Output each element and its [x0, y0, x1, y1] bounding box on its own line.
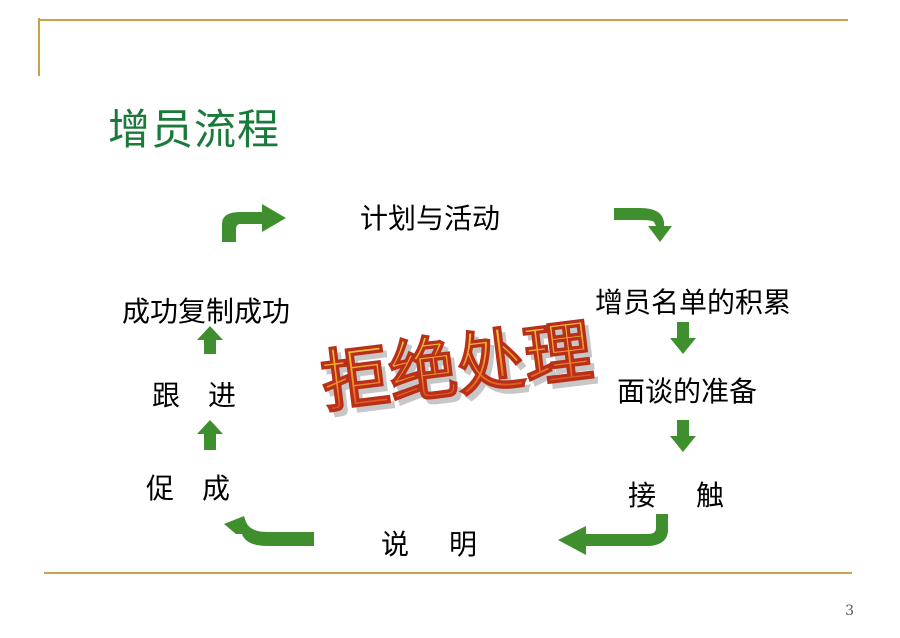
center-wordart: 拒绝处理 拒绝处理 — [318, 311, 598, 420]
arrow-bottomleft-icon — [224, 516, 314, 546]
arrow-bottomright-icon — [558, 514, 668, 555]
arrow-topright-icon — [614, 208, 672, 242]
page-number: 3 — [845, 603, 854, 619]
top-rule — [38, 19, 848, 21]
step-copy: 成功复制成功 — [122, 295, 291, 328]
step-contact: 接触 — [628, 479, 765, 512]
step-plan: 计划与活动 — [360, 202, 501, 235]
step-explain: 说明 — [381, 528, 518, 561]
step-list: 增员名单的积累 — [595, 286, 792, 319]
arrow-down-1-icon — [670, 322, 696, 354]
arrow-up-2-icon — [197, 326, 223, 354]
arrow-up-1-icon — [197, 420, 223, 450]
arrow-topleft-icon — [222, 204, 286, 242]
page-title: 增员流程 — [108, 105, 281, 154]
arrow-down-2-icon — [670, 420, 696, 452]
step-close: 促成 — [146, 472, 259, 505]
bottom-rule — [44, 572, 852, 574]
step-follow: 跟进 — [152, 379, 265, 412]
left-accent-rule — [38, 18, 40, 76]
step-prepare: 面谈的准备 — [617, 375, 758, 408]
